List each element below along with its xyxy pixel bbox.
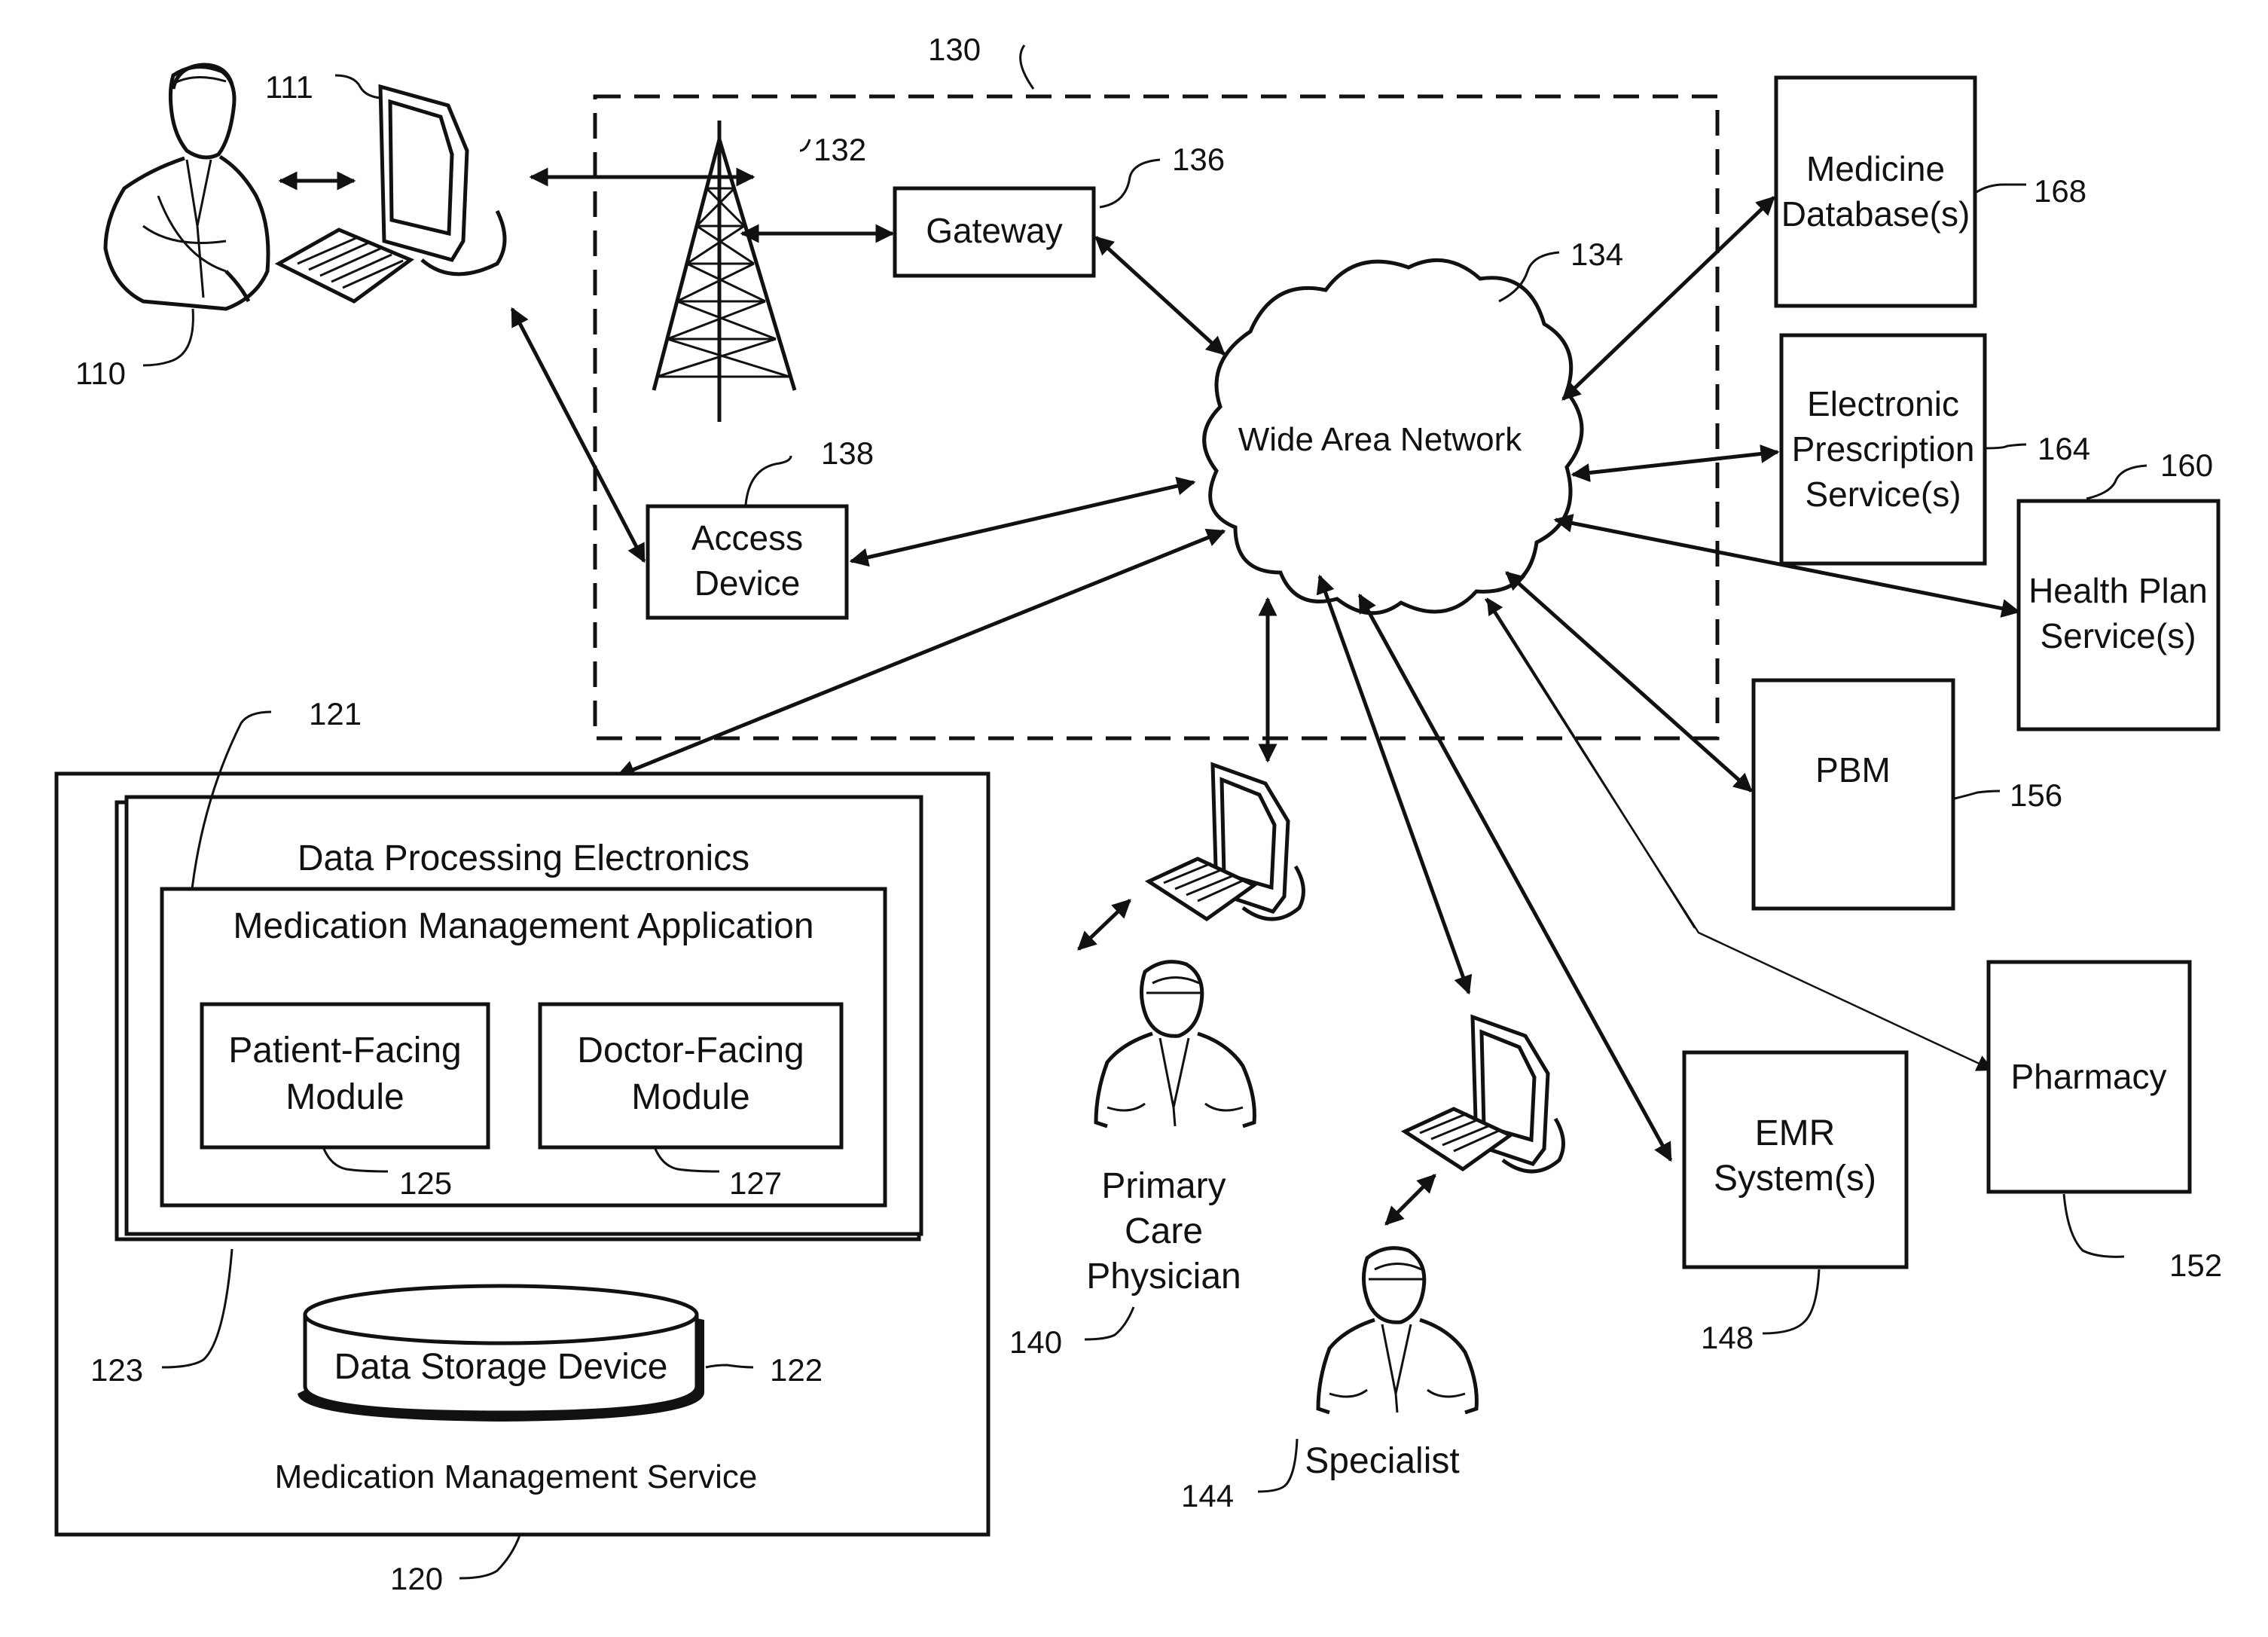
patient-module-label-1: Patient-Facing: [228, 1031, 462, 1070]
gateway-box: [893, 186, 1096, 278]
ref-tower: 132: [813, 132, 866, 167]
health-plan-box: [2016, 499, 2221, 731]
health-plan-label-2: Service(s): [2040, 616, 2196, 655]
ref-network-group: 130: [928, 32, 981, 67]
gateway-label: Gateway: [926, 211, 1063, 250]
specialist-computer-icon: [1400, 1014, 1565, 1174]
ref-doctor-module: 127: [729, 1165, 782, 1201]
service-label: Medication Management Service: [275, 1458, 758, 1495]
ref-pharmacy: 152: [2169, 1248, 2222, 1283]
wan-cloud: [1202, 258, 1584, 615]
medicine-db-label-1: Medicine: [1806, 149, 1945, 188]
access-device-label-2: Device: [694, 563, 801, 603]
eprescription-label-3: Service(s): [1805, 475, 1961, 514]
wan-label: Wide Area Network: [1238, 421, 1523, 458]
ref-pcp: 140: [1009, 1324, 1062, 1360]
patient-module-label-2: Module: [285, 1077, 404, 1117]
specialist-label: Specialist: [1305, 1441, 1459, 1481]
doctor-module-label-2: Module: [631, 1077, 749, 1117]
eprescription-box: [1779, 333, 1987, 566]
ref-service: 120: [390, 1561, 443, 1596]
eprescription-label-2: Prescription: [1792, 429, 1975, 469]
ref-specialist: 144: [1181, 1478, 1234, 1513]
emr-box: [1682, 1050, 1909, 1269]
ref-computer: 111: [265, 69, 313, 105]
storage-cylinder: [298, 1284, 704, 1422]
ref-eprescription: 164: [2038, 431, 2090, 466]
computer-icon: [274, 84, 507, 304]
eprescription-label-1: Electronic: [1807, 384, 1959, 423]
pbm-label: PBM: [1815, 750, 1891, 789]
patient-module-box: [200, 1002, 490, 1150]
ref-gateway: 136: [1172, 142, 1225, 177]
ref-emr: 148: [1701, 1320, 1754, 1355]
user-icon: [103, 63, 270, 311]
electronics-label: Data Processing Electronics: [298, 838, 749, 878]
ref-health-plan: 160: [2160, 447, 2213, 483]
ref-medicine-db: 168: [2034, 173, 2086, 209]
pcp-label-3: Physician: [1086, 1257, 1241, 1296]
ref-user: 110: [75, 356, 126, 391]
specialist-person-icon: [1316, 1246, 1479, 1415]
storage-label: Data Storage Device: [334, 1347, 668, 1387]
medicine-db-label-2: Database(s): [1781, 194, 1970, 234]
access-device-label-1: Access: [691, 518, 803, 557]
cell-tower-icon: [652, 121, 797, 422]
ref-wan: 134: [1571, 237, 1623, 272]
medicine-db-box: [1774, 75, 1977, 308]
pbm-box: [1751, 678, 1955, 911]
pcp-label-1: Primary: [1101, 1166, 1226, 1206]
pcp-computer-icon: [1144, 762, 1305, 922]
emr-label-1: EMR: [1755, 1113, 1836, 1153]
app-label: Medication Management Application: [233, 906, 813, 946]
doctor-module-box: [538, 1002, 844, 1150]
pharmacy-label: Pharmacy: [2010, 1057, 2166, 1096]
ref-electronics: 121: [309, 696, 362, 731]
pharmacy-box: [1986, 960, 2192, 1194]
ref-access-device: 138: [821, 435, 874, 471]
doctor-module-label-1: Doctor-Facing: [577, 1031, 804, 1070]
ref-storage: 122: [770, 1352, 823, 1388]
emr-label-2: System(s): [1714, 1159, 1876, 1199]
ref-pbm: 156: [2010, 777, 2062, 813]
health-plan-label-1: Health Plan: [2028, 571, 2208, 610]
ref-app-block: 123: [90, 1352, 143, 1388]
pcp-label-2: Care: [1125, 1211, 1203, 1251]
ref-patient-module: 125: [399, 1165, 452, 1201]
pcp-person-icon: [1094, 960, 1256, 1128]
